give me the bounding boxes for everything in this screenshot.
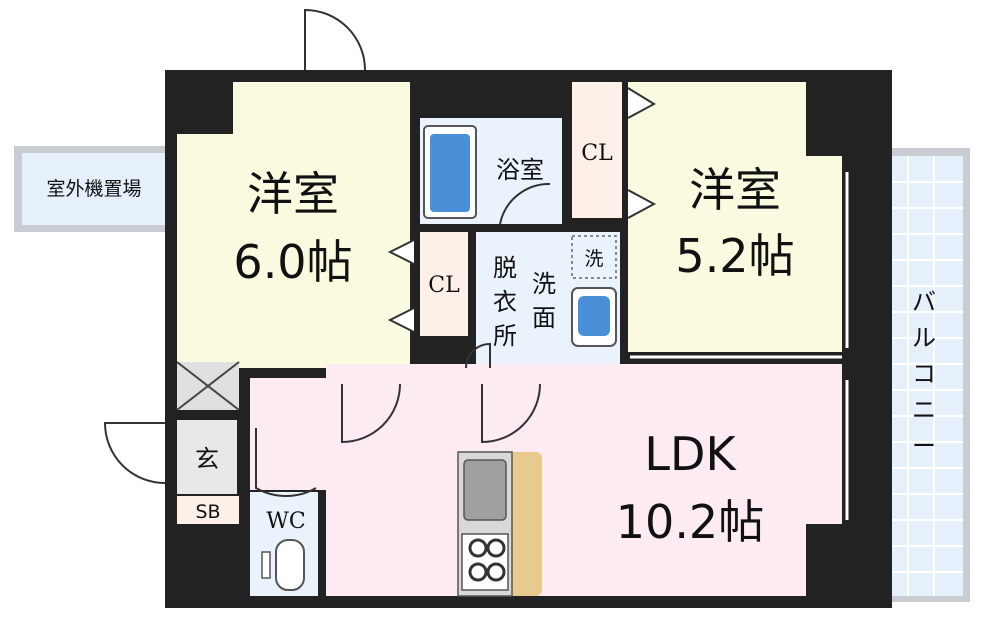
closet-2-label: CL <box>581 141 613 166</box>
windows <box>630 172 849 520</box>
shoe-box-label: SB <box>195 501 220 523</box>
dressing-label-3: 所 <box>493 322 517 350</box>
balcony-label-1: バ <box>912 288 936 316</box>
washer-label: 洗 <box>584 248 603 270</box>
closet-doors <box>387 87 657 333</box>
bath-label: 浴室 <box>496 156 544 184</box>
entrance-label: 玄 <box>195 445 219 473</box>
balcony-label-3: コ <box>912 360 936 388</box>
hallway <box>250 378 326 490</box>
outdoor-unit-label: 室外機置場 <box>46 178 141 200</box>
western-room-1-size: 6.0帖 <box>233 235 352 289</box>
washbasin-label-1: 洗 <box>532 270 556 298</box>
ldk-name: LDK <box>644 427 737 481</box>
doors <box>103 8 551 498</box>
shoe-box <box>177 496 239 524</box>
toilet-label: WC <box>266 509 305 534</box>
toilet-icon <box>275 539 305 591</box>
balcony-label-2: ル <box>912 324 936 352</box>
sink-icon <box>463 459 507 521</box>
western-room-2-name: 洋室 <box>689 163 781 217</box>
entrance <box>177 420 237 494</box>
balcony-label-4: ニ <box>912 396 936 424</box>
western-room-2-size: 5.2帖 <box>675 229 794 283</box>
closet-1 <box>420 232 468 336</box>
balcony-label-5: ー <box>912 432 936 460</box>
dressing-label-1: 脱 <box>493 254 517 282</box>
closet-1-label: CL <box>428 273 460 298</box>
outdoor-unit-area <box>14 146 166 232</box>
dressing-label-2: 衣 <box>493 288 517 316</box>
washer-space <box>571 235 617 279</box>
western-room-1-name: 洋室 <box>247 167 339 221</box>
ldk-size: 10.2帖 <box>616 495 764 549</box>
washbasin-label-2: 面 <box>532 304 556 332</box>
closet-2 <box>572 82 622 218</box>
